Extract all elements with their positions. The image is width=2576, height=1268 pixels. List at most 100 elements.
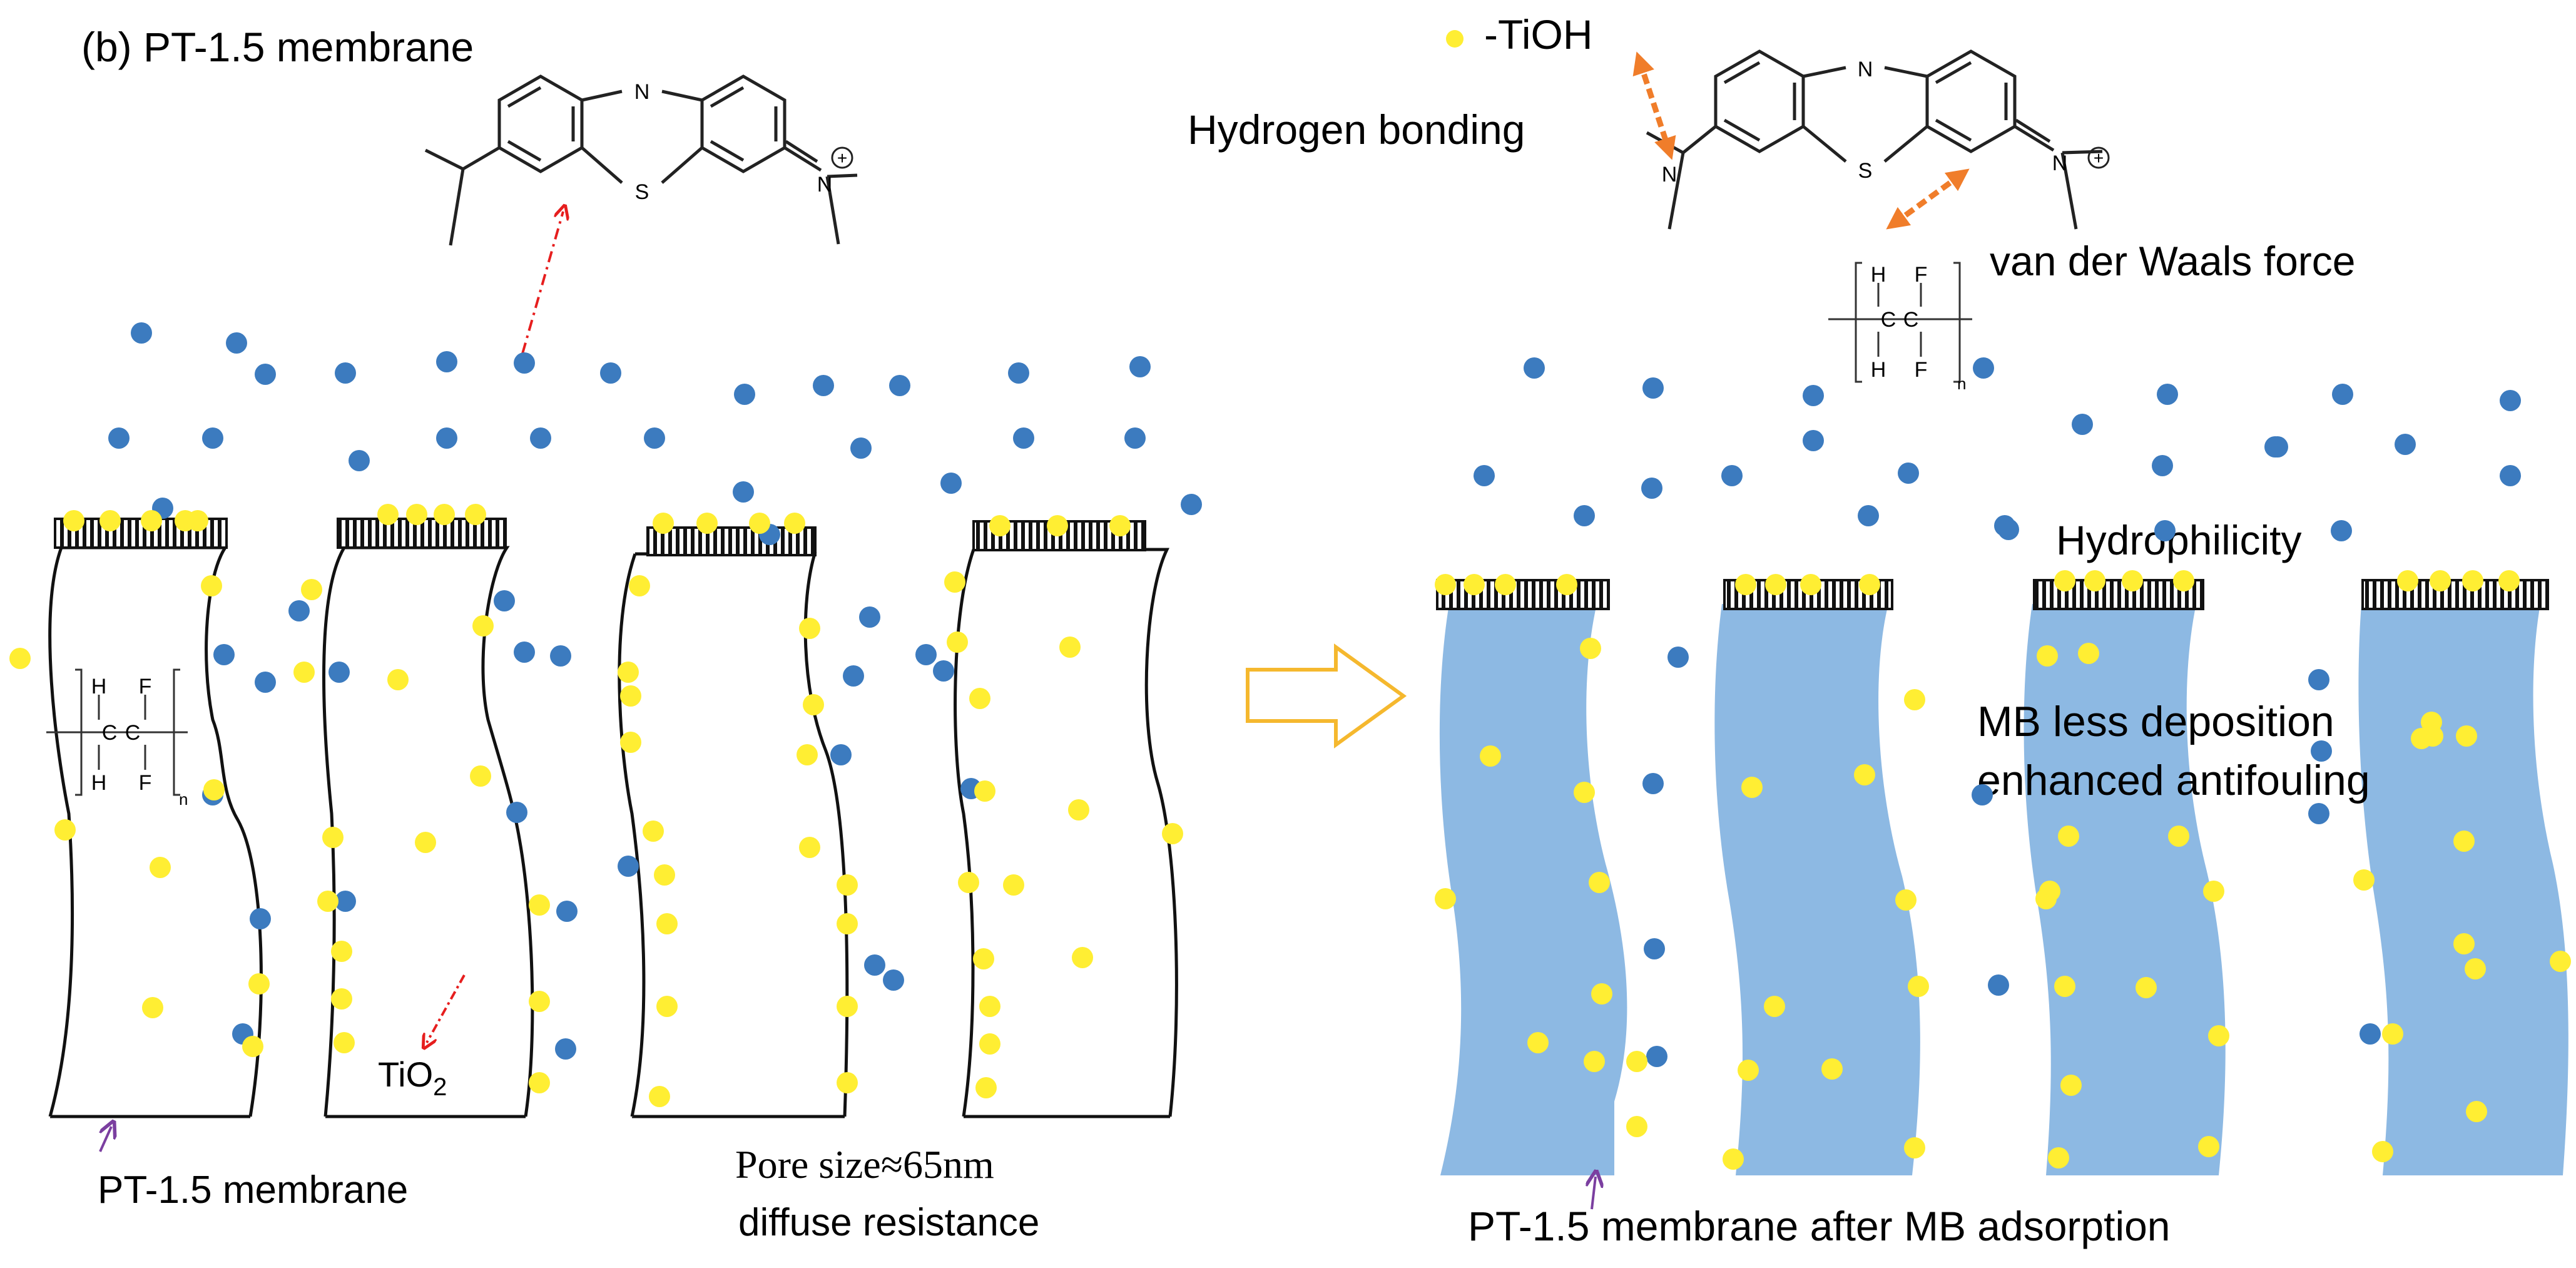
mb-dye-dot xyxy=(556,901,578,922)
tio2-particle-dot xyxy=(1735,574,1756,595)
red-arrow-to-molecule xyxy=(521,212,563,354)
tio2-particle-dot xyxy=(947,631,968,653)
right-channel-4 xyxy=(2358,604,2568,1175)
tio2-particle-dot xyxy=(2208,1025,2229,1046)
mb-less-deposition-label: MB less deposition xyxy=(1977,698,2334,745)
purple-arrow-left xyxy=(99,1127,111,1152)
mb-dye-dot xyxy=(328,662,350,683)
tio2-particle-dot xyxy=(653,513,674,534)
mb-right-charge: + xyxy=(2094,148,2104,168)
mb-dye-dot xyxy=(1008,362,1029,384)
tio2-particle-dot xyxy=(529,894,550,916)
tio2-particle-dot xyxy=(2048,1147,2069,1168)
mb-dye-dot xyxy=(1524,357,1545,379)
mb-dye-dot xyxy=(2072,414,2093,435)
tio2-particle-dot xyxy=(2058,826,2079,847)
pvdf-right-f-top: F xyxy=(1915,263,1928,287)
mb-dye-dot xyxy=(2308,669,2329,690)
tio2-particle-dot xyxy=(2498,570,2520,591)
tio2-particle-dot xyxy=(2054,976,2075,997)
pvdf-left-h-bottom: H xyxy=(91,771,107,795)
tio2-particle-dot xyxy=(2035,888,2057,909)
mb-dye-dot xyxy=(349,450,370,471)
mb-dye-dot xyxy=(618,856,639,877)
mb-dye-dot xyxy=(1644,938,1665,959)
mb-dye-dot xyxy=(1898,463,1919,484)
tio2-particle-dot xyxy=(837,874,858,896)
mb-left-ring-s: S xyxy=(635,180,649,204)
tio2-particle-dot xyxy=(1527,1032,1549,1053)
tio2-particle-dot xyxy=(799,618,820,639)
tio2-particle-dot xyxy=(2453,831,2475,852)
mb-dye-dot xyxy=(830,744,852,765)
tio2-particle-dot xyxy=(2060,1075,2082,1096)
mb-left-charge: + xyxy=(837,148,847,168)
tio2-particle-dot xyxy=(187,510,208,531)
mb-dye-dot xyxy=(883,969,904,991)
tio2-particle-dot xyxy=(387,669,409,690)
mb-dye-dot xyxy=(494,590,515,611)
tio2-particle-dot xyxy=(1059,637,1081,658)
mb-right-charge-circle xyxy=(2087,146,2110,169)
mb-dye-dot xyxy=(2500,465,2521,486)
tio2-particle-dot xyxy=(649,1086,670,1107)
tio2-particle-dot xyxy=(2462,570,2483,591)
tio2-label: TiO2 xyxy=(378,1055,447,1101)
mb-dye-dot xyxy=(1642,377,1664,399)
tio2-particle-dot xyxy=(2453,933,2475,954)
mb-right-ring-n: N xyxy=(1858,58,1873,81)
tio2-particle-dot xyxy=(2173,570,2194,591)
tio2-particle-dot xyxy=(1908,976,1929,997)
tio2-particle-dot xyxy=(2203,881,2224,902)
mb-dye-dot xyxy=(550,645,571,667)
panel-title: (b) PT-1.5 membrane xyxy=(81,24,474,70)
tioh-legend-dot xyxy=(1446,30,1464,48)
tio2-particle-dot xyxy=(1574,782,1595,803)
mb-dye-dot xyxy=(1124,427,1146,449)
mb-dye-dot xyxy=(1181,494,1202,515)
pvdf-structure-left xyxy=(46,668,188,796)
tio2-particle-dot xyxy=(799,837,820,858)
tio2-particle-dot xyxy=(975,1077,997,1098)
mb-dye-dot xyxy=(2332,384,2353,405)
mb-dye-dot xyxy=(600,362,621,384)
process-arrow xyxy=(1246,643,1407,749)
mb-dye-dot xyxy=(202,427,223,449)
tio2-particle-dot xyxy=(2037,645,2058,667)
mb-dye-dot xyxy=(1721,465,1743,486)
mb-dye-dot xyxy=(859,606,880,628)
pvdf-left-c1: C xyxy=(102,721,118,745)
tio2-particle-dot xyxy=(696,513,718,534)
tio2-particle-dot xyxy=(331,988,352,1010)
mb-dye-dot xyxy=(2267,436,2288,458)
mb-dye-dot xyxy=(555,1038,576,1060)
tio2-particle-dot xyxy=(2466,1101,2487,1122)
mb-dye-dot xyxy=(530,427,551,449)
mb-dye-dot xyxy=(514,642,535,663)
mb-dye-dot xyxy=(2157,384,2178,405)
tio2-particle-dot xyxy=(529,1072,550,1093)
tio2-particle-dot xyxy=(2372,1141,2393,1162)
mb-dye-dot xyxy=(2500,390,2521,411)
tio2-particle-dot xyxy=(63,510,84,531)
pvdf-right-n: n xyxy=(1957,374,1966,393)
mb-dye-dot xyxy=(514,352,535,374)
van-der-waals-label: van der Waals force xyxy=(1990,238,2355,284)
mb-dye-dot xyxy=(1803,430,1824,451)
tio2-particle-dot xyxy=(1109,515,1131,536)
mb-left-iminium-n: N xyxy=(817,173,833,197)
mb-dye-dot xyxy=(2331,520,2352,541)
tio2-particle-dot xyxy=(837,913,858,934)
mb-molecule-right xyxy=(1646,49,2103,230)
mb-dye-dot xyxy=(1646,1046,1667,1067)
tio2-particle-dot xyxy=(1626,1051,1647,1072)
tio2-particle-dot xyxy=(1435,574,1456,595)
tio2-particle-dot xyxy=(749,513,770,534)
pvdf-left-h-top: H xyxy=(91,675,107,698)
tio2-particle-dot xyxy=(1895,889,1917,911)
enhanced-antifouling-label: enhanced antifouling xyxy=(1977,757,2370,804)
mb-dye-dot xyxy=(335,891,356,912)
mb-right-iminium-n: N xyxy=(2052,151,2068,175)
pvdf-right-f-bottom: F xyxy=(1915,358,1928,382)
tio2-particle-dot xyxy=(470,765,491,787)
